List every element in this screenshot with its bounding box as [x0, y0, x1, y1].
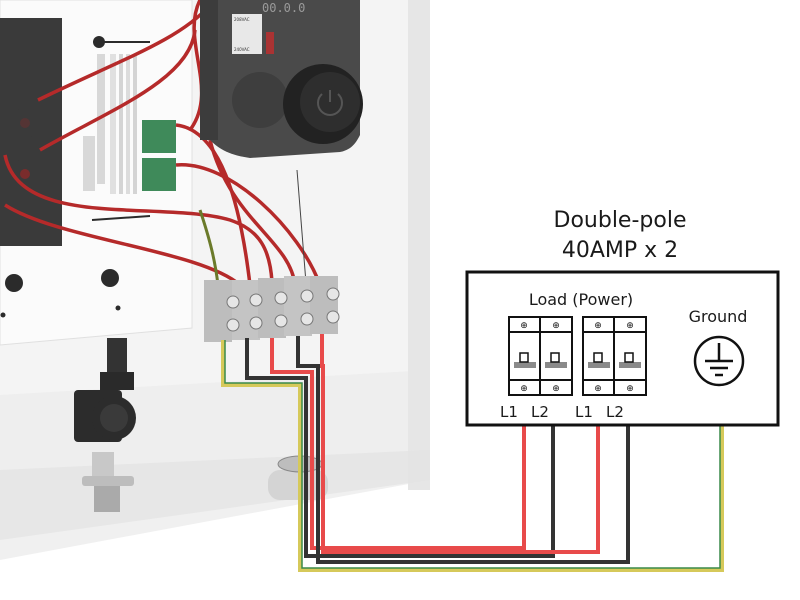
breaker-switch[interactable] [519, 352, 529, 363]
panel-title-line2: 40AMP x 2 [562, 238, 678, 263]
screw-icon: ⊕ [520, 384, 528, 394]
flow-sensor [74, 338, 136, 512]
ground-symbol-icon [693, 335, 745, 387]
breaker-panel: Double-pole 40AMP x 2 Load (Power) Groun… [465, 208, 780, 427]
power-icon-arc [317, 93, 343, 116]
voltage-label-bottom: 240VAC [234, 47, 250, 52]
breaker-switch[interactable] [624, 352, 634, 363]
wire-l2-a [245, 338, 555, 558]
circuit-board [142, 120, 176, 153]
voltage-label-top: 208VAC [234, 17, 250, 22]
screw-icon: ⊕ [520, 321, 528, 331]
terminal-block [204, 276, 340, 342]
power-knob[interactable] [283, 64, 363, 144]
ground-wire [221, 340, 724, 572]
wire-l2-b [296, 336, 630, 564]
field-wiring [221, 334, 724, 572]
terminal-label: L2 [606, 403, 624, 421]
breaker-switch[interactable] [593, 352, 603, 363]
breaker-1[interactable]: ⊕ ⊕ ⊕ ⊕ [508, 316, 573, 396]
screw-icon: ⊕ [594, 321, 602, 331]
terminal-label: L1 [575, 403, 593, 421]
turbine-icon [100, 404, 128, 432]
control-unit: 208VAC 240VAC 00.0.0 [200, 0, 363, 158]
ground-label: Ground [689, 307, 748, 326]
screw-icon: ⊕ [626, 321, 634, 331]
load-label: Load (Power) [529, 290, 633, 309]
internal-wires [3, 0, 322, 287]
screw-icon: ⊕ [552, 321, 560, 331]
screw-icon: ⊕ [552, 384, 560, 394]
display-readout: 00.0.0 [262, 1, 305, 15]
screw-icon: ⊕ [594, 384, 602, 394]
circuit-board [142, 158, 176, 191]
panel-title-line1: Double-pole [554, 208, 687, 233]
terminal-label: L2 [531, 403, 549, 421]
wire-l1-b [320, 334, 600, 554]
breaker-switch[interactable] [550, 352, 560, 363]
breaker-2[interactable]: ⊕ ⊕ ⊕ ⊕ [582, 316, 647, 396]
screw-icon: ⊕ [626, 384, 634, 394]
wire-l1-a [270, 338, 526, 550]
internal-ground-wire [198, 209, 220, 286]
terminal-label: L1 [500, 403, 518, 421]
thin-wire [296, 169, 307, 284]
